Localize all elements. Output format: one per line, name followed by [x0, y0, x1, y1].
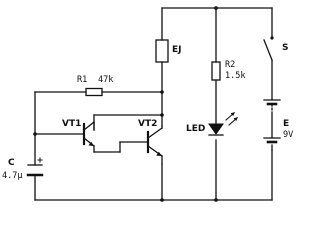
junction-r1-collector [160, 90, 164, 94]
junction-top-led [214, 6, 218, 10]
switch-icon [263, 36, 274, 61]
junction-bottom-vt2 [160, 198, 164, 202]
resistor-r2-icon [211, 61, 221, 81]
r1-value: 47k [98, 75, 114, 85]
relay-label: EJ [172, 45, 182, 55]
battery-icon [263, 99, 281, 151]
electrolytic-capacitor-icon [26, 157, 44, 177]
junction-vt1-base [33, 132, 37, 136]
r1-label: R1 [77, 75, 88, 85]
capacitor-value: 4.7μ [2, 171, 23, 181]
battery-label: E [283, 119, 290, 129]
wires [34, 7, 273, 201]
vt2-label: VT2 [138, 119, 158, 129]
switch-label: S [282, 43, 289, 53]
schematic-canvas [26, 6, 281, 202]
led-icon [208, 112, 238, 136]
resistor-r1-icon [85, 87, 103, 97]
junction-bottom-led [214, 198, 218, 202]
r2-label: R2 [225, 60, 236, 70]
junction-vt1-vt2 [160, 113, 164, 117]
npn-transistor-vt1-icon [82, 121, 95, 153]
junction-dots [33, 6, 218, 202]
vt1-label: VT1 [62, 119, 82, 129]
circuit-diagram: EJ R1 47k R2 1.5k VT1 VT2 LED S E 9V C 4… [2, 6, 294, 202]
npn-transistor-vt2-icon [146, 125, 163, 165]
relay-coil-icon [155, 39, 169, 63]
battery-value: 9V [283, 130, 294, 140]
led-label: LED [186, 124, 206, 134]
capacitor-label: C [8, 158, 15, 168]
r2-value: 1.5k [225, 71, 246, 81]
